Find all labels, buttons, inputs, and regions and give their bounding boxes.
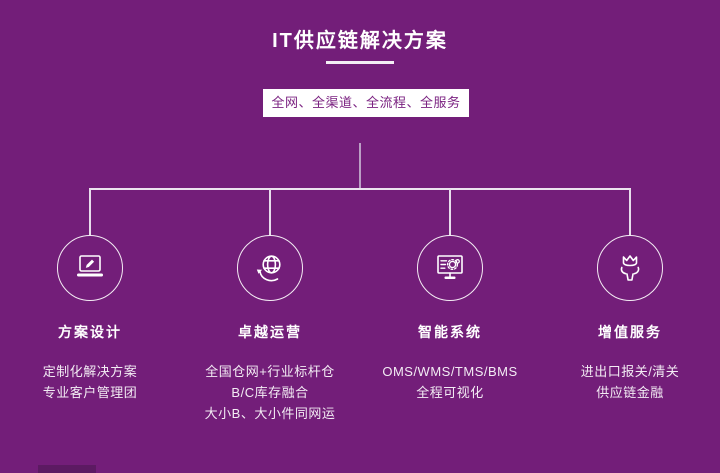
feature-circle: [57, 235, 123, 301]
monitor-gear-icon: [437, 255, 463, 279]
connector-drop: [629, 189, 631, 235]
feature-circle: [237, 235, 303, 301]
feature-title: 增值服务: [598, 324, 662, 340]
connector-stub: [359, 143, 361, 189]
feature-title: 智能系统: [418, 324, 482, 340]
horizontal-scrollbar-thumb[interactable]: [38, 465, 96, 473]
feature-line: 定制化解决方案: [42, 364, 138, 379]
feature-line: 大小B、大小件同网运: [204, 406, 336, 421]
tagline-box: 全网、全渠道、全流程、全服务: [263, 89, 469, 117]
feature-circle: [417, 235, 483, 301]
connector-horizontal: [89, 188, 631, 190]
feature-title: 卓越运营: [238, 324, 302, 340]
connector-drop: [89, 189, 91, 235]
feature-lines: OMS/WMS/TMS/BMS 全程可视化: [360, 361, 540, 403]
feature-lines: 全国仓网+行业标杆仓 B/C库存融合 大小B、大小件同网运: [180, 361, 360, 424]
feature-line: 全国仓网+行业标杆仓: [205, 364, 335, 379]
hand-crown-icon: [620, 255, 640, 281]
connector-drop: [449, 189, 451, 235]
feature-lines: 定制化解决方案 专业客户管理团: [0, 361, 180, 403]
feature-column-value-added-service: 增值服务 进出口报关/清关 供应链金融: [540, 235, 720, 403]
feature-line: 专业客户管理团: [42, 385, 138, 400]
feature-line: 进出口报关/清关: [580, 364, 680, 379]
feature-lines: 进出口报关/清关 供应链金融: [540, 361, 720, 403]
feature-column-excellent-operation: 卓越运营 全国仓网+行业标杆仓 B/C库存融合 大小B、大小件同网运: [180, 235, 360, 424]
feature-line: 供应链金融: [596, 385, 664, 400]
feature-title: 方案设计: [58, 324, 122, 340]
title-underline: [326, 61, 394, 64]
feature-line: OMS/WMS/TMS/BMS: [382, 364, 518, 379]
feature-circle: [597, 235, 663, 301]
feature-line: B/C库存融合: [231, 385, 309, 400]
laptop-pencil-icon: [77, 255, 103, 277]
connector-drop: [269, 189, 271, 235]
globe-arrow-icon: [256, 255, 281, 282]
feature-column-solution-design: 方案设计 定制化解决方案 专业客户管理团: [0, 235, 180, 403]
page-title: IT供应链解决方案: [272, 30, 448, 52]
feature-line: 全程可视化: [416, 385, 484, 400]
feature-column-intelligent-system: 智能系统 OMS/WMS/TMS/BMS 全程可视化: [360, 235, 540, 403]
